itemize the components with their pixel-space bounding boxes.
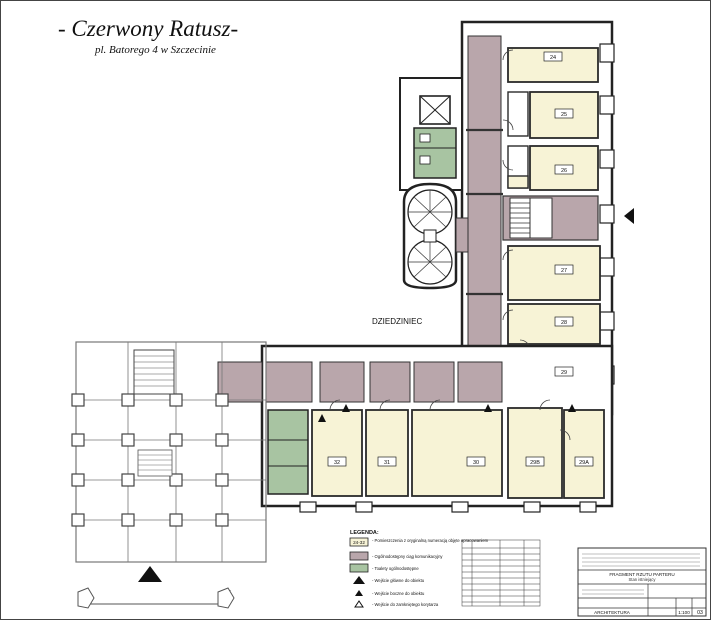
- plan-address: pl. Batorego 4 w Szczecinie: [95, 44, 216, 56]
- titleblock-status: Stan istniejący: [629, 577, 657, 582]
- room-number-label: 30: [473, 460, 479, 466]
- south-wing: [217, 344, 614, 513]
- room-label-box: [554, 316, 574, 327]
- titleblock-drawing: FRAGMENT RZUTU PARTERU: [609, 572, 674, 577]
- legend-item-side-entrance: - Wejście boczne do obiektu: [372, 591, 425, 596]
- room-label-box: [543, 51, 563, 62]
- courtyard-label: DZIEDZINIEC: [372, 317, 422, 326]
- plan-title: - Czerwony Ratusz-: [58, 16, 239, 41]
- main-entrance-marker: [138, 566, 162, 582]
- west-annex: [71, 341, 267, 609]
- room-number-label: 25: [561, 112, 567, 118]
- room-number-label: 32: [334, 460, 340, 466]
- room-30: [411, 409, 503, 497]
- titleblock-scale: 1:100: [678, 610, 690, 615]
- room-29B: [507, 407, 563, 499]
- spiral-stair-tower: [402, 182, 469, 290]
- room-26: [529, 145, 599, 191]
- room-number-label: 27: [561, 268, 567, 274]
- room-label-box: [554, 164, 574, 175]
- room-label-box: [554, 366, 574, 377]
- room-label-box: [554, 108, 574, 119]
- room-number-label: 28: [561, 320, 567, 326]
- toilet-south: [267, 409, 309, 495]
- legend-item-closed-corridor: - Wejście do zamkniętego korytarza: [372, 602, 439, 607]
- room-number-label: 24: [550, 55, 556, 61]
- legend-swatch-label: 24-32: [353, 540, 365, 545]
- service-block: [399, 77, 463, 191]
- legend-title: LEGENDA:: [350, 530, 379, 536]
- room-32: [311, 409, 363, 497]
- room-number-label: 26: [561, 168, 567, 174]
- legend-item-main-entrance: - Wejście główne do obiektu: [372, 578, 425, 583]
- room-labels: 24 25 26 27 28 29 32 31 30 29B 29A: [327, 51, 594, 467]
- room-31: [365, 409, 409, 497]
- room-27: [507, 245, 601, 301]
- legend-item-rooms: - Pomieszczenia z oryginalną numeracją o…: [372, 538, 489, 543]
- room-29A: [563, 409, 605, 499]
- room-number-label: 31: [384, 460, 390, 466]
- room-number-label: 29A: [579, 460, 589, 466]
- room-label-box: [554, 264, 574, 275]
- room-label-box: [525, 456, 545, 467]
- room-label-box: [466, 456, 486, 467]
- room-schedule-table: [461, 539, 541, 607]
- room-label-box: [377, 456, 397, 467]
- room-28: [507, 303, 601, 345]
- titleblock-discipline: ARCHITEKTURA: [594, 610, 631, 615]
- legend-item-corridor: - Ogólnodostępny ciąg komunikacyjny: [372, 554, 443, 559]
- legend-item-toilets: - Toalety ogólnodostępne: [372, 566, 419, 571]
- title-block: [577, 547, 707, 617]
- room-label-box: [327, 456, 347, 467]
- legend-swatches: [349, 537, 369, 608]
- room-number-label: 29: [561, 370, 567, 376]
- room-label-box: [574, 456, 594, 467]
- room-number-label: 29B: [530, 460, 540, 466]
- titleblock-sheet: 03: [697, 610, 703, 616]
